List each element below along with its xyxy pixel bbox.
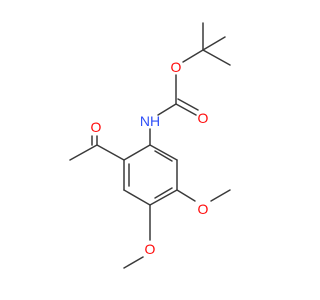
atom-label-layer: NH O O O O O — [91, 59, 209, 257]
atom-label-nh: NH — [140, 113, 160, 129]
atom-label-o-ester: O — [171, 59, 182, 75]
bond-ring-inner-2 — [154, 187, 173, 199]
bond-tbu-me-2 — [202, 49, 231, 66]
bond-c-o-double-1 — [175, 103, 197, 116]
bond-ring-inner-1 — [154, 150, 173, 162]
bond-ring-1 — [149, 144, 178, 161]
bond-ring-o-upper — [176, 189, 196, 202]
bond-ring-4 — [123, 189, 151, 206]
bond-acetyl-me — [69, 144, 98, 161]
atom-label-o-methoxy-lower: O — [145, 241, 156, 257]
bond-o-tbu — [182, 49, 204, 63]
atom-label-o-carbonyl: O — [198, 110, 209, 126]
bond-layer — [69, 22, 231, 269]
bond-o-me-lower — [123, 256, 144, 269]
bond-o-me-upper — [210, 189, 231, 202]
bond-ring-3 — [149, 189, 178, 206]
bond-tbu-me-3 — [202, 36, 226, 51]
bond-ring-6 — [123, 144, 151, 161]
atom-label-o-methoxy-upper: O — [198, 201, 209, 217]
bond-n-c — [157, 103, 177, 116]
atom-label-o-acetyl: O — [91, 119, 102, 135]
bond-ring-acetyl — [96, 144, 125, 161]
bond-c-o-double-2 — [177, 98, 199, 111]
molecule-structure: NH O O O O O — [69, 22, 231, 269]
